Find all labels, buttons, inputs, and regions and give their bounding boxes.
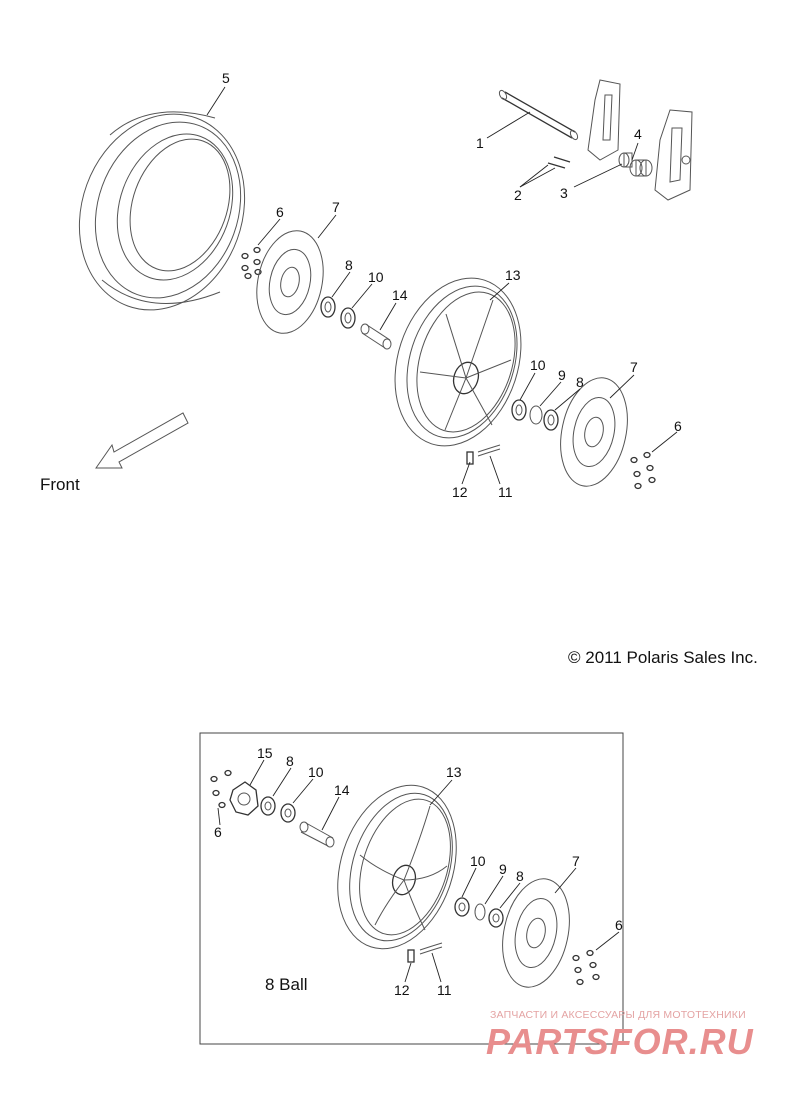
callout-8-inset-right: 8: [516, 868, 524, 884]
callout-3: 3: [560, 185, 568, 201]
callout-12-inset: 12: [394, 982, 410, 998]
inset-balance-weight-part-11: [419, 942, 443, 955]
callout-6-top-left: 6: [276, 204, 284, 220]
callout-4: 4: [634, 126, 642, 142]
axle-part-1: [498, 89, 579, 141]
callout-10-top-right: 10: [530, 357, 546, 373]
callout-7-top-right: 7: [630, 359, 638, 375]
callout-14-inset: 14: [334, 782, 350, 798]
valve-stem-part-12: [466, 451, 474, 465]
callout-6-top-right: 6: [674, 418, 682, 434]
callout-14-top: 14: [392, 287, 408, 303]
callout-5: 5: [222, 70, 230, 86]
bearing-left-part-8: [320, 296, 336, 318]
inset-bolts-part-6: [210, 769, 232, 809]
disc-bolts-right-part-6: [630, 451, 656, 490]
callout-1: 1: [476, 135, 484, 151]
spacer-part-4: [629, 159, 653, 177]
callout-15-inset: 15: [257, 745, 273, 761]
watermark-tagline: ЗАПЧАСТИ И АКСЕССУАРЫ ДЛЯ МОТОТЕХНИКИ: [490, 1009, 746, 1021]
callout-13-top: 13: [505, 267, 521, 283]
inset-wheel-rim-part-13: [337, 784, 457, 950]
disc-bolts-left-part-6: [241, 246, 262, 280]
inset-circlip-part-9: [474, 903, 486, 921]
tire-part-5: [78, 111, 246, 311]
callout-10-inset-left: 10: [308, 764, 324, 780]
leader-lines-top: [206, 86, 678, 485]
inset-seal-right-part-10: [454, 897, 470, 917]
brake-disc-right-part-7: [560, 377, 628, 487]
inset-disc-bolts-right-part-6: [572, 949, 600, 986]
callout-11-inset: 11: [437, 982, 452, 998]
callout-9-top: 9: [558, 367, 566, 383]
fork-bolts-part-2: [547, 156, 571, 169]
front-arrow-icon: [95, 412, 189, 469]
inset-seal-left-part-10: [280, 803, 296, 823]
copyright-text: © 2011 Polaris Sales Inc.: [568, 648, 758, 667]
watermark-logo: PARTSFOR.RU: [486, 1021, 754, 1062]
inset-frame: [199, 732, 624, 1045]
callout-13-inset: 13: [446, 764, 462, 780]
callout-6-inset-left: 6: [214, 824, 222, 840]
callout-7-inset: 7: [572, 853, 580, 869]
seal-left-part-10: [340, 307, 356, 329]
inset-label: 8 Ball: [265, 975, 308, 994]
inset-bearing-right-part-8: [488, 908, 504, 928]
brake-disc-left-part-7: [256, 230, 324, 334]
callout-7-top-left: 7: [332, 199, 340, 215]
callout-11-top: 11: [498, 484, 513, 500]
callout-8-top-right: 8: [576, 374, 584, 390]
balance-weight-part-11: [477, 444, 501, 457]
inset-spacer-tube-part-14: [299, 821, 335, 848]
seal-right-part-10: [511, 399, 527, 421]
callout-2: 2: [514, 187, 522, 203]
leader-lines-inset: [217, 759, 620, 983]
callout-9-inset: 9: [499, 861, 507, 877]
bearing-right-part-8: [543, 409, 559, 431]
callout-8-top-left: 8: [345, 257, 353, 273]
inset-brake-disc-part-7: [502, 878, 570, 988]
inset-valve-stem-part-12: [407, 949, 415, 963]
front-label: Front: [40, 475, 80, 494]
spacer-tube-part-14: [360, 323, 392, 350]
fork-legs: [587, 79, 693, 201]
inset-bearing-left-part-8: [260, 796, 276, 816]
hub-carrier-part-15: [229, 781, 259, 816]
callout-8-inset-left: 8: [286, 753, 294, 769]
callout-10-top-left: 10: [368, 269, 384, 285]
callout-12-top: 12: [452, 484, 468, 500]
wheel-rim-part-13: [394, 277, 522, 447]
callout-10-inset-right: 10: [470, 853, 486, 869]
callout-6-inset-right: 6: [615, 917, 623, 933]
circlip-part-9: [529, 405, 543, 425]
